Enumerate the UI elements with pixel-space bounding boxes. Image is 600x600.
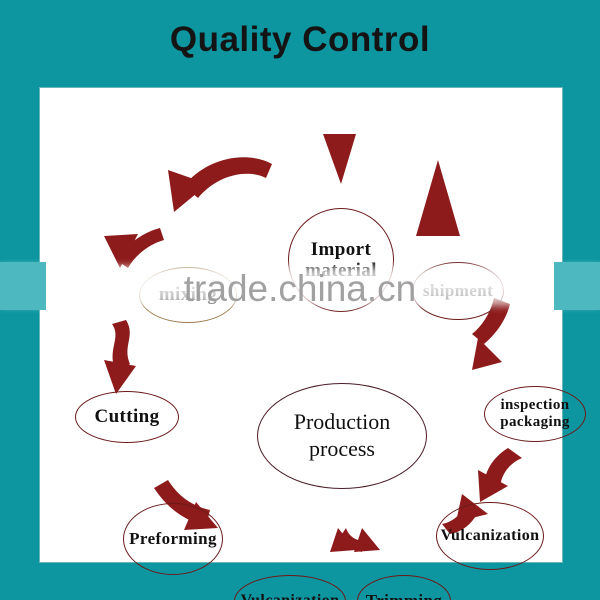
node-import-material-line2: material (305, 260, 377, 281)
node-vulcanization-right-label: Vulcanization (440, 527, 540, 545)
node-import-material[interactable]: Import material (288, 208, 394, 312)
node-vulcanization-right[interactable]: Vulcanization (436, 502, 544, 570)
page-title: Quality Control (169, 20, 431, 59)
arrow-head-cutting-to-preforming (104, 360, 136, 394)
arrow-head-vulcanization-bottom-to-trimming (330, 528, 356, 552)
node-shipment[interactable]: shipment (412, 262, 504, 320)
arrow-group (104, 134, 522, 552)
node-preforming[interactable]: Preforming (123, 503, 223, 575)
arrow-cutting-to-preforming (112, 320, 130, 372)
arrow-head-mixing-to-cutting (104, 234, 138, 268)
arrow-import-material-to-mixing (184, 157, 272, 198)
node-import-material-line1: Import (310, 238, 372, 260)
node-cutting[interactable]: Cutting (75, 391, 179, 443)
node-trimming-label: Trimming (364, 591, 445, 600)
production-process-cycle-diagram (104, 134, 522, 552)
node-mixing[interactable]: mixing (139, 267, 237, 323)
node-production-process[interactable]: Production process (257, 383, 427, 489)
node-mixing-label: mixing (158, 284, 218, 306)
node-vulcanization-bottom-label: Vulcanization (239, 592, 342, 600)
node-production-process-line2: process (309, 436, 375, 461)
node-inspection-packaging-line1: inspection (500, 397, 570, 414)
node-preforming-label: Preforming (129, 529, 217, 549)
arrow-head-inspection-to-shipment (472, 338, 502, 370)
node-shipment-label: shipment (422, 281, 494, 301)
arrow-mixing-to-cutting (116, 228, 164, 268)
node-inspection-packaging-line2: packaging (500, 414, 570, 430)
arrow-head-vulcanization-right-to-inspection (478, 470, 508, 502)
arrow-head-import-material-to-mixing (168, 170, 208, 212)
node-trimming[interactable]: Trimming (357, 575, 451, 600)
node-vulcanization-bottom[interactable]: Vulcanization (234, 575, 346, 600)
node-inspection-packaging[interactable]: inspection packaging (484, 386, 586, 442)
node-cutting-label: Cutting (94, 406, 160, 428)
arrow-head2-vulcanization-bottom-to-trimming (354, 528, 380, 552)
arrow-exit-shipment (416, 160, 460, 236)
node-production-process-line1: Production (293, 409, 391, 435)
arrow-entry-import-material (323, 134, 356, 184)
diagram-panel: Import material mixing Cutting Preformin… (40, 88, 586, 600)
